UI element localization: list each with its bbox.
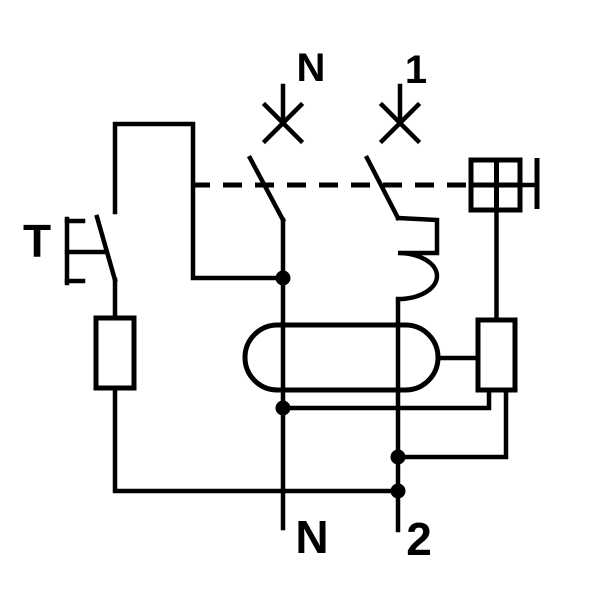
test-branch-top-wiring [112,121,286,281]
switch-pole-line [363,154,440,533]
relay-neutral-wire [280,387,492,411]
test-button [64,214,118,321]
switch-blade [363,154,402,222]
rect-icon [93,315,137,391]
terminal-top-line [378,83,422,145]
bottom-neutral-label: N [295,511,328,563]
junction-dot [275,400,291,416]
junction-dot [390,449,406,465]
switch-pole-neutral [246,154,287,531]
top-line-label: 1 [405,48,427,92]
rect-icon [475,317,518,393]
test-resistor [93,315,401,494]
bottom-line-label: 2 [406,513,432,565]
switch-blade [246,154,287,224]
test-button-label: T [23,215,51,267]
test-switch-blade [94,214,118,283]
relay-line-wire [395,387,509,460]
terminal-top-neutral [261,83,305,145]
junction-dot [390,483,406,499]
cross-terminal-icon [261,101,305,145]
trip-mechanism [468,157,540,213]
junction-dot [275,270,291,286]
cross-terminal-icon [378,101,422,145]
line-conductor-winding [395,215,440,533]
top-neutral-label: N [297,46,326,90]
toroid-icon [242,322,441,393]
trip-relay [280,207,518,460]
